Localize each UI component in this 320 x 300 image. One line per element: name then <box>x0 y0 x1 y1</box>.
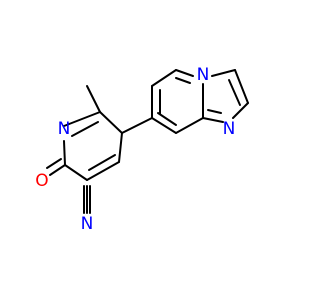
bond-n1-c6 <box>63 111 101 127</box>
imidazole-nitrogen-label: N <box>223 119 236 139</box>
bond-i4 <box>202 117 224 123</box>
bond-p3 <box>175 69 194 77</box>
bond-p2 <box>151 69 177 87</box>
bond-i1 <box>211 69 236 77</box>
bond-c2-n1 <box>63 140 66 166</box>
bond-ring-link <box>121 117 153 134</box>
bond-p5 <box>175 117 204 134</box>
bond-group <box>46 69 249 214</box>
bridgehead-nitrogen-label: N <box>197 65 210 85</box>
bond-c4-c3-double <box>88 154 116 171</box>
bond-carbonyl <box>49 164 66 176</box>
nitrile-nitrogen-label: N <box>81 214 94 234</box>
bond-c5-c4 <box>118 132 123 163</box>
bond-p6 <box>151 117 177 134</box>
bond-i4-double <box>207 109 222 114</box>
bond-c4-c3 <box>86 161 120 181</box>
pyridone-nitrogen-label: N <box>58 119 71 139</box>
oxygen-atom-label: O <box>35 171 48 191</box>
bond-p3-double <box>175 77 191 84</box>
atom-label-group: O N N N N <box>35 65 235 234</box>
bond-i2 <box>234 69 249 104</box>
bond-n1-c6-double <box>71 121 99 137</box>
bond-i2-double <box>228 79 241 106</box>
bond-carbonyl-double <box>46 158 62 169</box>
bond-i3 <box>232 102 249 119</box>
molecule-structure-diagram: O N N N N <box>35 65 249 234</box>
bond-p6-double <box>157 112 177 126</box>
bond-methyl <box>86 85 101 113</box>
bond-c6-c5 <box>99 111 123 134</box>
bond-c3-c2 <box>64 164 88 181</box>
